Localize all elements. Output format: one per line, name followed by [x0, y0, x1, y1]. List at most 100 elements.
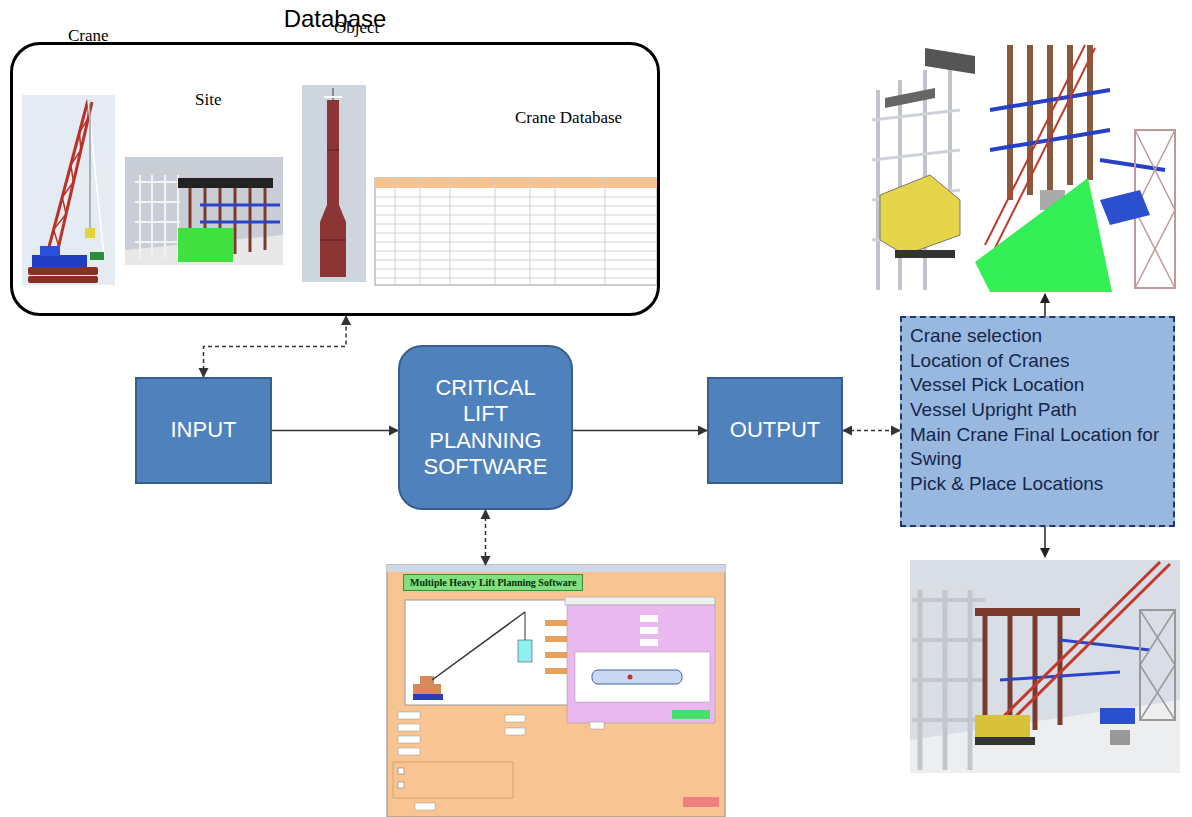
- software-screenshot: [398, 712, 420, 719]
- site-render-top: [948, 60, 952, 200]
- software-screenshot: [398, 782, 404, 788]
- crane-illustration: [90, 252, 104, 260]
- software-screenshot: [505, 728, 525, 735]
- site-render-bottom: [1000, 562, 1160, 720]
- site-render-bottom: [912, 678, 985, 682]
- crane-illustration: [32, 255, 87, 267]
- site-render-bottom: [1110, 730, 1130, 745]
- process-box: CRITICAL LIFT PLANNING SOFTWARE: [398, 345, 573, 510]
- dashed-connector: [485, 510, 487, 565]
- software-screenshot: [628, 675, 633, 680]
- site-illustration: [178, 178, 273, 188]
- site-render-bottom: [1140, 665, 1175, 720]
- crane-illustration: [22, 95, 115, 285]
- site-render-top: [975, 178, 1112, 292]
- table-illustration: [375, 269, 657, 270]
- site-illustration: [200, 204, 280, 207]
- list-item: Main Crane Final Location for Swing: [910, 423, 1165, 472]
- site-illustration: [135, 241, 180, 243]
- flow-arrow: [272, 430, 398, 432]
- software-screenshot: [592, 670, 682, 684]
- crane-illustration: [22, 95, 115, 285]
- vessel-illustration: [320, 240, 346, 241]
- crane-illustration: [85, 228, 95, 238]
- software-screenshot: [575, 652, 710, 702]
- site-illustration: [164, 175, 166, 258]
- software-screenshot: [405, 600, 590, 705]
- site-render-top: [898, 80, 902, 290]
- software-screenshot: [393, 762, 513, 798]
- software-screenshot: [387, 565, 725, 572]
- site-render-top: [990, 90, 1110, 110]
- table-illustration: [450, 178, 451, 285]
- site-render-bottom: [1010, 564, 1170, 722]
- site-render-bottom: [1140, 610, 1175, 720]
- software-screenshot: [672, 710, 710, 719]
- software-screenshot: Multiple Heavy Lift Planning Software: [387, 565, 725, 817]
- table-illustration: [495, 178, 496, 285]
- table-illustration: [375, 251, 657, 252]
- site-render-bottom: [1140, 610, 1175, 665]
- site-illustration: [178, 228, 233, 262]
- software-screenshot: [565, 597, 715, 605]
- vessel-illustration: [320, 222, 346, 277]
- table-illustration: [375, 242, 657, 243]
- software-screenshot: [398, 768, 404, 774]
- site-illustration: [139, 175, 141, 258]
- vessel-illustration: [327, 100, 339, 205]
- process-box: OUTPUT: [707, 377, 843, 484]
- site-render-bottom: [912, 598, 985, 602]
- output-list-box: Crane selectionLocation of CranesVessel …: [900, 316, 1175, 527]
- list-item: Location of Cranes: [910, 349, 1165, 374]
- table-illustration: [530, 178, 531, 285]
- software-screenshot: [387, 565, 725, 817]
- table-illustration: [375, 197, 657, 198]
- site-render-bottom: [910, 560, 1180, 773]
- software-screenshot: [413, 694, 443, 700]
- site-render-bottom: [1140, 610, 1175, 665]
- site-render-top: [1135, 210, 1175, 288]
- site-render-top: [895, 250, 955, 258]
- list-item: Vessel Pick Location: [910, 373, 1165, 398]
- software-screenshot: [415, 803, 435, 810]
- vessel-illustration: [320, 205, 346, 222]
- table-illustration: [375, 178, 657, 285]
- table-illustration: [375, 178, 657, 188]
- table-illustration: [420, 178, 421, 285]
- leader-arrow: [1044, 527, 1046, 557]
- crane-illustration: [45, 100, 88, 262]
- software-screenshot: [505, 715, 525, 722]
- site-render-bottom: [1033, 612, 1038, 730]
- vessel-illustration: [332, 88, 334, 100]
- crane-illustration: [45, 100, 88, 262]
- list-item: Pick & Place Locations: [910, 472, 1165, 497]
- database-panel: DatabaseCraneSiteObjectCrane Database: [10, 42, 660, 316]
- site-render-top: [1087, 45, 1093, 180]
- software-screenshot: [640, 639, 658, 646]
- process-box: INPUT: [135, 377, 272, 484]
- software-screenshot: [398, 724, 420, 731]
- site-render-top: [1067, 45, 1073, 185]
- site-illustration: [249, 188, 252, 252]
- site-render-bottom: [975, 715, 1030, 737]
- vessel-illustration: [324, 96, 342, 98]
- site-illustration: [200, 221, 280, 224]
- software-screenshot: [432, 612, 525, 680]
- site-render-top: [872, 110, 960, 120]
- software-screenshot: [398, 736, 420, 743]
- site-render-bottom: [912, 718, 985, 722]
- table-illustration: [375, 178, 657, 285]
- crane-illustration: [28, 276, 98, 283]
- software-screenshot: [640, 615, 658, 622]
- table-illustration: [555, 178, 556, 285]
- software-screenshot: [398, 748, 420, 755]
- table-illustration: [375, 260, 657, 261]
- leader-arrow: [1044, 294, 1046, 316]
- software-screenshot: [683, 797, 719, 807]
- site-illustration: [125, 157, 283, 265]
- software-screenshot: [387, 565, 725, 817]
- vessel-illustration: [302, 85, 366, 282]
- box-label: CRITICAL LIFT PLANNING SOFTWARE: [416, 375, 556, 481]
- site-illustration: [135, 201, 180, 203]
- site-render-top: [885, 88, 935, 108]
